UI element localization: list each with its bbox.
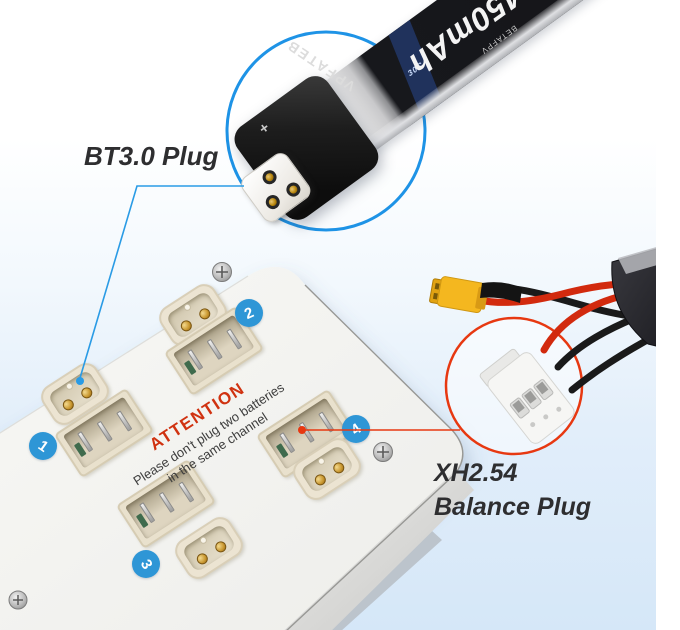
heatshrink-sleeve bbox=[480, 282, 522, 303]
bt30-callout-label: BT3.0 Plug bbox=[84, 141, 219, 171]
screw-icon bbox=[212, 262, 232, 282]
xh-callout-line-2: Balance Plug bbox=[434, 493, 591, 521]
xh-balance-plug bbox=[479, 348, 575, 444]
channel-badge-2: 2 bbox=[235, 299, 263, 327]
channel-badge-4: 4 bbox=[342, 415, 370, 443]
channel-badge-1: 1 bbox=[29, 432, 57, 460]
xh-callout-label: XH2.54 Balance Plug bbox=[434, 456, 591, 524]
board-side-face bbox=[284, 470, 474, 630]
xh-plug-slots bbox=[509, 379, 562, 428]
bt30-callout-line bbox=[76, 185, 244, 385]
screw-icon bbox=[373, 442, 393, 462]
xt30-connector bbox=[429, 276, 489, 314]
charger-board-surface bbox=[0, 266, 463, 630]
channel-badge-3: 3 bbox=[132, 550, 160, 578]
screw-icon bbox=[8, 590, 28, 610]
callout-dot-icon bbox=[76, 377, 84, 385]
xh-callout-line bbox=[298, 426, 460, 434]
battery-pack bbox=[611, 247, 656, 347]
xh-callout-line-1: XH2.54 bbox=[434, 459, 518, 487]
